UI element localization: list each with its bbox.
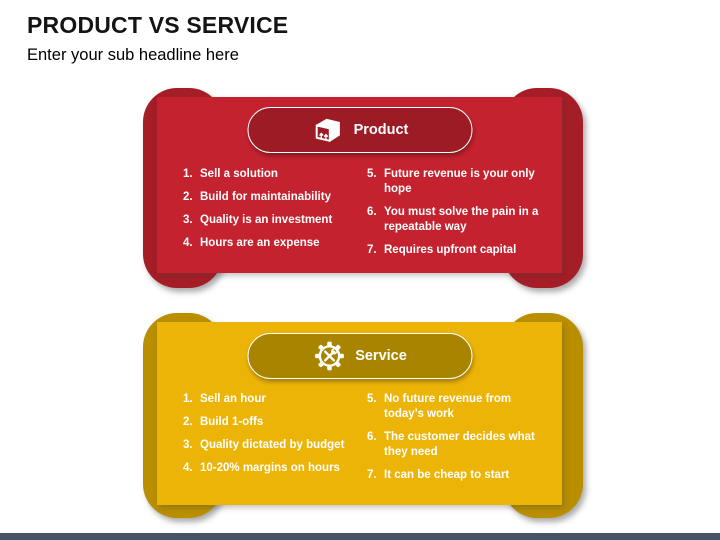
list-item: 3. Quality dictated by budget: [183, 438, 355, 453]
service-lists: 1. Sell an hour 2. Build 1-offs 3. Quali…: [183, 392, 555, 491]
list-item: 6. The customer decides what they need: [367, 430, 545, 460]
service-badge-label: Service: [355, 348, 407, 364]
list-item-text: Future revenue is your only hope: [384, 168, 535, 195]
list-item-text: It can be cheap to start: [384, 469, 510, 481]
page-subtitle: Enter your sub headline here: [27, 46, 239, 64]
list-item-text: Sell a solution: [200, 168, 278, 180]
list-item-number: 5.: [367, 168, 377, 180]
list-item: 4. Hours are an expense: [183, 236, 355, 251]
list-item: 1. Sell an hour: [183, 392, 355, 407]
list-item: 4. 10-20% margins on hours: [183, 461, 355, 476]
list-item-number: 7.: [367, 244, 377, 256]
list-item-number: 4.: [183, 462, 193, 474]
list-item-text: Sell an hour: [200, 393, 266, 405]
list-item-number: 2.: [183, 191, 193, 203]
list-item-text: The customer decides what they need: [384, 431, 535, 458]
list-item-number: 5.: [367, 393, 377, 405]
product-list-left: 1. Sell a solution 2. Build for maintain…: [183, 167, 355, 266]
service-list-right: 5. No future revenue from today’s work 6…: [367, 392, 545, 491]
list-item: 5. Future revenue is your only hope: [367, 167, 545, 197]
list-item-text: Build for maintainability: [200, 191, 331, 203]
list-item: 2. Build 1-offs: [183, 415, 355, 430]
list-item-text: Requires upfront capital: [384, 244, 517, 256]
list-item-number: 4.: [183, 237, 193, 249]
package-icon: [315, 118, 340, 142]
product-badge: Product: [247, 107, 472, 153]
list-item-number: 6.: [367, 431, 377, 443]
footer-accent-bar: [0, 533, 720, 540]
product-card: Product 1. Sell a solution 2. Build for …: [143, 88, 583, 288]
service-list-left: 1. Sell an hour 2. Build 1-offs 3. Quali…: [183, 392, 355, 491]
list-item-text: Hours are an expense: [200, 237, 320, 249]
product-badge-label: Product: [353, 122, 409, 138]
list-item: 5. No future revenue from today’s work: [367, 392, 545, 422]
list-item-number: 3.: [183, 439, 193, 451]
service-badge: Service: [247, 333, 472, 379]
list-item-text: Quality is an investment: [200, 214, 333, 226]
list-item: 7. It can be cheap to start: [367, 468, 545, 483]
list-item: 6. You must solve the pain in a repeatab…: [367, 205, 545, 235]
list-item-number: 1.: [183, 393, 193, 405]
product-card-panel: Product 1. Sell a solution 2. Build for …: [157, 97, 562, 273]
list-item-number: 3.: [183, 214, 193, 226]
gear-tools-icon: [314, 341, 344, 371]
list-item-text: 10-20% margins on hours: [200, 462, 340, 474]
list-item-text: Quality dictated by budget: [200, 439, 345, 451]
list-item: 7. Requires upfront capital: [367, 243, 545, 258]
list-item: 3. Quality is an investment: [183, 213, 355, 228]
product-list-right: 5. Future revenue is your only hope 6. Y…: [367, 167, 545, 266]
list-item-number: 7.: [367, 469, 377, 481]
list-item-text: Build 1-offs: [200, 416, 264, 428]
list-item-number: 6.: [367, 206, 377, 218]
list-item: 1. Sell a solution: [183, 167, 355, 182]
list-item-number: 2.: [183, 416, 193, 428]
list-item-text: No future revenue from today’s work: [384, 393, 512, 420]
list-item-text: You must solve the pain in a repeatable …: [384, 206, 539, 233]
list-item: 2. Build for maintainability: [183, 190, 355, 205]
service-card: Service 1. Sell an hour 2. Build 1-offs …: [143, 313, 583, 518]
product-lists: 1. Sell a solution 2. Build for maintain…: [183, 167, 555, 266]
service-card-panel: Service 1. Sell an hour 2. Build 1-offs …: [157, 322, 562, 505]
list-item-number: 1.: [183, 168, 193, 180]
page-title: PRODUCT VS SERVICE: [27, 12, 289, 38]
